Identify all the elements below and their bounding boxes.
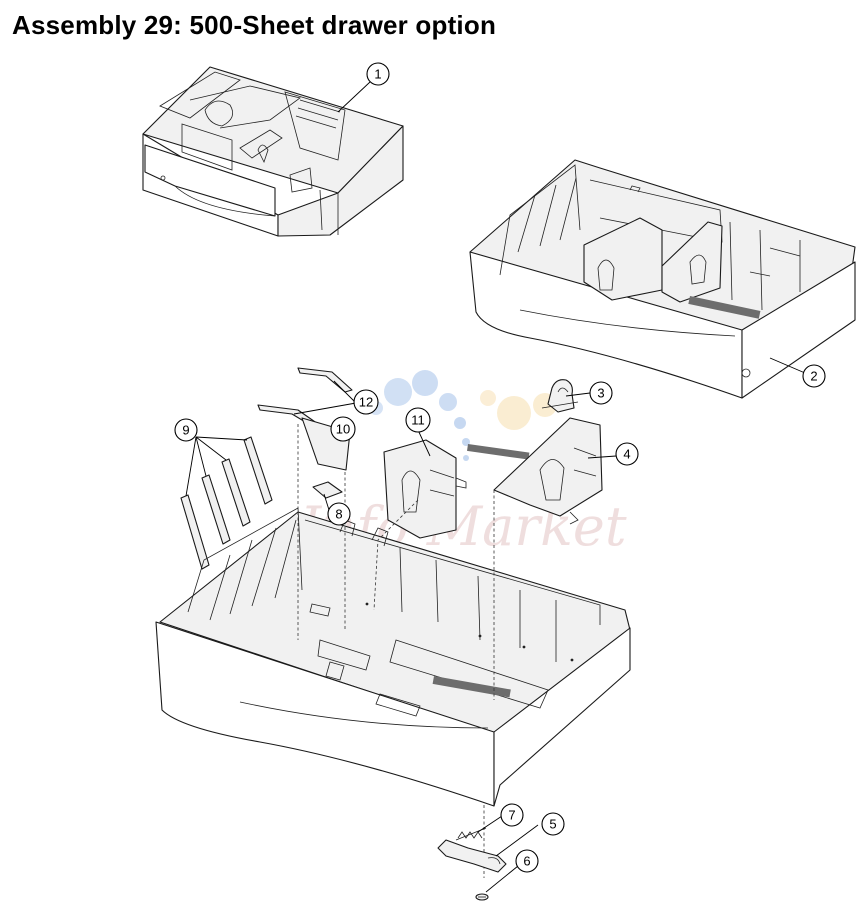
paper-tray-assembled: [469, 159, 856, 399]
callout-5: 5: [541, 812, 565, 836]
callout-1-label: 1: [374, 67, 381, 82]
part-11-rear-guide: [383, 439, 467, 539]
callout-3-label: 3: [597, 386, 604, 401]
callouts: 1 2 3 4 5 6 7 8: [174, 62, 826, 873]
callout-10: 10: [330, 416, 356, 442]
callout-9: 9: [174, 418, 198, 442]
callout-1: 1: [366, 62, 390, 86]
part-3-latch: [541, 379, 579, 413]
part-6-screw: [475, 893, 489, 901]
callout-8: 8: [327, 502, 351, 526]
callout-6-label: 6: [523, 854, 530, 869]
callout-11-label: 11: [411, 413, 425, 428]
page-title: Assembly 29: 500-Sheet drawer option: [12, 10, 497, 40]
callout-10-label: 10: [336, 422, 350, 437]
callout-12: 12: [353, 389, 379, 415]
part-5-lever: [437, 839, 507, 873]
leader-lines: [185, 81, 806, 893]
part-8-pad: [312, 481, 343, 499]
callout-12-label: 12: [359, 395, 373, 410]
part-4-side-guide: [467, 417, 603, 525]
part-12-strips: [257, 367, 353, 427]
watermark-dots: [369, 370, 557, 461]
callout-5-label: 5: [549, 817, 556, 832]
callout-2: 2: [802, 364, 826, 388]
drawer-assembly-unit: [142, 66, 404, 237]
callout-3: 3: [589, 381, 613, 405]
callout-4: 4: [615, 442, 639, 466]
paper-tray-body: [155, 507, 631, 807]
callout-8-label: 8: [335, 507, 342, 522]
callout-7-label: 7: [508, 808, 515, 823]
callout-6: 6: [515, 849, 539, 873]
callout-11: 11: [405, 407, 431, 433]
part-9-guide-strips: [180, 436, 273, 570]
callout-4-label: 4: [623, 447, 630, 462]
callout-7: 7: [500, 803, 524, 827]
callout-2-label: 2: [810, 369, 817, 384]
callout-9-label: 9: [182, 423, 189, 438]
